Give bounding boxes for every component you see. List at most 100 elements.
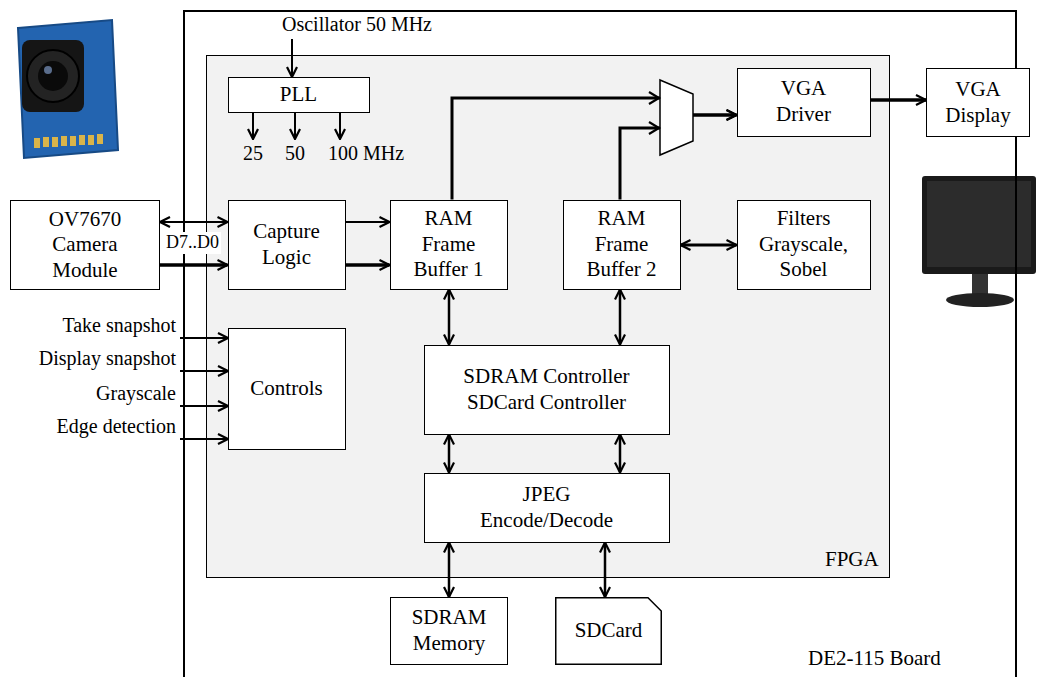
clock-arrow [291, 39, 293, 77]
box-text: JPEG Encode/Decode [467, 482, 627, 533]
box-text: RAM Frame Buffer 2 [577, 206, 667, 283]
box-text: SDCard [575, 618, 643, 644]
signal-label: D7..D0 [164, 232, 221, 254]
connector [452, 98, 737, 200]
process-box: Controls [228, 328, 346, 450]
text-stack: PLL [229, 78, 369, 112]
connector [448, 543, 451, 598]
box-text: PLL [280, 82, 317, 108]
lens-glass [38, 61, 68, 91]
connector [346, 221, 390, 223]
multiplexer-symbol [660, 80, 693, 155]
header-pin [88, 135, 94, 145]
clock-source-label: Oscillator 50 MHz [282, 13, 432, 36]
box-text: Filters Grayscale, Sobel [754, 206, 854, 283]
header-pin [70, 136, 76, 146]
board-outline: PLL Capture Logic RAM Frame Buffer 1 RAM Fr… [183, 10, 1017, 677]
arrow-head [649, 92, 659, 104]
control-input-label: Display snapshot [39, 347, 176, 370]
control-input-label: Grayscale [96, 382, 176, 405]
monitor-base [946, 293, 1014, 307]
controller-box: SDRAM ControllerSDCard Controller [424, 345, 670, 435]
text-stack: SDRAM ControllerSDCard Controller [425, 346, 669, 434]
text-stack: Filters Grayscale, Sobel [738, 201, 870, 289]
lens-ring [27, 50, 79, 102]
box-text: SDRAM Memory [404, 605, 494, 656]
connector [681, 244, 737, 247]
frequency-label: 100 MHz [328, 142, 404, 165]
text-stack: VGA Display [927, 69, 1029, 136]
text-stack: Controls [229, 329, 345, 449]
input-arrow [180, 438, 228, 440]
header-pin [61, 136, 67, 146]
pll-box: PLL [228, 77, 370, 113]
process-box: VGA Driver [737, 68, 871, 137]
memory-box: RAM Frame Buffer 1 [390, 200, 508, 290]
display-box: VGA Display [926, 68, 1030, 137]
text-stack: RAM Frame Buffer 2 [564, 201, 680, 289]
sdcard-shape: SDCard [555, 597, 662, 665]
input-arrow [180, 370, 228, 372]
monitor-illustration [922, 176, 1036, 307]
memory-chip-box: SDRAM Memory [390, 597, 508, 665]
box-text: Controls [250, 376, 322, 402]
monitor-neck [972, 274, 988, 296]
connector [871, 98, 927, 102]
fpga-region: PLL Capture Logic RAM Frame Buffer 1 RAM Fr… [206, 55, 890, 578]
process-box: Capture Logic [228, 200, 346, 290]
text-stack: SDCard [555, 597, 662, 665]
frequency-label: 25 [243, 142, 263, 165]
frequency-label: 50 [285, 142, 305, 165]
multiplexer [649, 80, 693, 155]
header-pin [43, 137, 49, 147]
control-input-label: Edge detection [57, 415, 176, 438]
text-stack: VGA Driver [738, 69, 870, 136]
header-pin [52, 137, 58, 147]
box-text: SDRAM Controller [463, 364, 629, 390]
process-box: Filters Grayscale, Sobel [737, 200, 871, 290]
header-pin [79, 135, 85, 145]
background-layer [206, 55, 890, 578]
header-pin [34, 138, 40, 148]
sdcard-outline-shape [556, 598, 662, 665]
connector [619, 290, 622, 345]
codec-box: JPEG Encode/Decode [424, 473, 670, 543]
camera-pcb [18, 20, 118, 158]
region-title: DE2-115 Board [808, 646, 941, 672]
box-text: VGA Driver [764, 76, 844, 127]
connector [604, 543, 607, 598]
connector-layer [160, 98, 926, 597]
text-stack: OV7670 Camera Module [11, 201, 159, 289]
illustration-layer [18, 20, 1036, 439]
clock-arrow [339, 113, 341, 139]
module-box: OV7670 Camera Module [10, 200, 160, 290]
memory-box: RAM Frame Buffer 2 [563, 200, 681, 290]
box-text: OV7670 Camera Module [35, 207, 135, 284]
box-text: RAM Frame Buffer 1 [404, 206, 494, 283]
fpga-ground [206, 55, 890, 578]
connector [448, 435, 451, 473]
input-arrow [180, 405, 228, 407]
clock-arrow [252, 113, 254, 139]
box-text: SDCard Controller [467, 390, 626, 416]
control-input-label: Take snapshot [62, 314, 176, 337]
region-title: FPGA [825, 547, 879, 573]
text-stack: RAM Frame Buffer 1 [391, 201, 507, 289]
text-stack: SDRAM Memory [391, 598, 507, 664]
input-arrow [180, 337, 228, 339]
connector [160, 263, 228, 267]
lens-highlight [44, 66, 52, 74]
clock-arrow [294, 113, 296, 139]
arrow-head [649, 122, 659, 134]
monitor-bezel [922, 176, 1036, 274]
connector [160, 221, 228, 223]
camera-illustration [18, 20, 118, 158]
lens-barrel [22, 40, 84, 112]
header-pin [97, 134, 103, 144]
box-text: VGA Display [938, 77, 1018, 128]
connector [448, 290, 451, 345]
